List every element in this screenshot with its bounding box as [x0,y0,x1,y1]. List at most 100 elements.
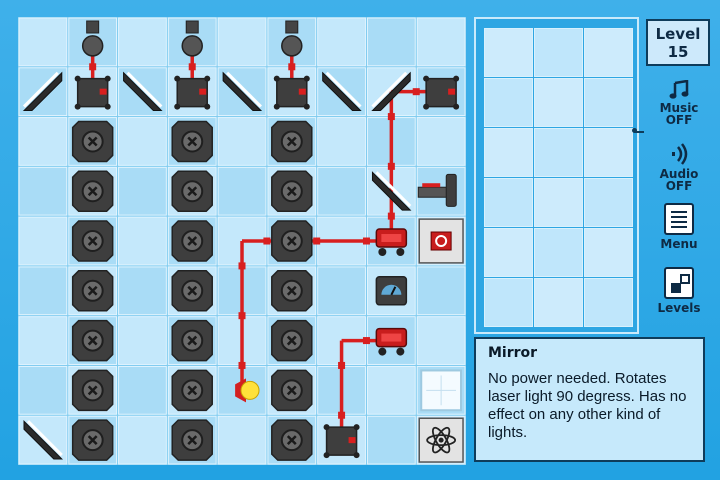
inventory-slot[interactable] [484,178,533,227]
board-tile[interactable] [416,316,466,365]
cart-piece[interactable] [375,327,408,356]
mirror-slash-piece[interactable] [371,71,411,112]
board-tile[interactable] [416,17,466,67]
board-tile[interactable] [118,117,167,166]
board-tile[interactable] [217,415,267,465]
music-note-icon [669,80,689,99]
inventory-slot[interactable] [484,78,533,127]
inventory-slot[interactable] [534,228,583,277]
blocker-piece[interactable] [171,369,213,412]
laser-box-piece[interactable] [423,75,460,110]
laser-box-piece[interactable] [74,75,111,110]
board-tile[interactable] [416,266,466,316]
board-tile[interactable] [317,166,366,216]
board-tile[interactable] [118,266,167,316]
blocker-piece[interactable] [171,319,213,362]
blocker-piece[interactable] [271,419,313,461]
mirror-back-piece[interactable] [23,420,63,460]
board-tile[interactable] [366,365,416,415]
board-tile[interactable] [118,415,167,465]
blocker-piece[interactable] [71,270,114,312]
inventory-slot[interactable] [534,28,583,77]
laser-box-piece[interactable] [174,75,211,110]
menu-button[interactable]: Menu [646,203,712,250]
board-tile[interactable] [18,316,68,365]
board-tile[interactable] [118,17,167,67]
mirror-back-piece[interactable] [322,71,362,112]
bulb-piece[interactable] [281,20,303,57]
board-tile[interactable] [217,117,267,166]
inventory-slot[interactable] [484,278,533,327]
bulb-piece[interactable] [181,20,203,57]
inventory-slot[interactable] [584,28,633,77]
blocker-piece[interactable] [171,120,213,163]
blocker-piece[interactable] [271,120,313,163]
board-tile[interactable] [118,316,167,365]
lamp-piece[interactable] [235,378,260,403]
inventory-slot[interactable] [534,128,583,177]
music-toggle-button[interactable]: Music OFF [646,80,712,126]
board-tile[interactable] [18,216,68,266]
light-tile-piece[interactable] [420,369,463,412]
audio-toggle-button[interactable]: Audio OFF [646,142,712,192]
inventory-slot[interactable] [534,278,583,327]
levels-button[interactable]: Levels [646,267,712,314]
blocker-piece[interactable] [71,369,114,412]
blocker-piece[interactable] [271,220,313,262]
blocker-piece[interactable] [271,170,313,212]
inventory-slot[interactable] [584,128,633,177]
laser-box-piece[interactable] [323,424,360,459]
blocker-piece[interactable] [171,270,213,312]
board-tile[interactable] [18,266,68,316]
inventory-slot[interactable] [484,128,533,177]
inventory-slot[interactable] [584,278,633,327]
gauge-piece[interactable] [375,276,408,306]
wire-node [313,237,321,245]
board-tile[interactable] [18,365,68,415]
bulb-piece[interactable] [81,20,104,57]
blocker-piece[interactable] [71,220,114,262]
inventory-slot[interactable] [534,178,583,227]
board-tile[interactable] [217,166,267,216]
power-button-piece[interactable] [418,218,464,264]
board-tile[interactable] [317,117,366,166]
board-tile[interactable] [317,17,366,67]
board-tile[interactable] [118,166,167,216]
inventory-slot[interactable] [584,78,633,127]
board-tile[interactable] [366,415,416,465]
board-tile[interactable] [317,266,366,316]
inventory-slot[interactable] [534,78,583,127]
cart-piece[interactable] [375,228,408,257]
emitter-piece[interactable] [417,173,457,207]
inventory-slot[interactable] [484,228,533,277]
laser-box-piece[interactable] [273,75,310,110]
blocker-piece[interactable] [171,170,213,212]
level-indicator: Level 15 [646,19,710,66]
blocker-piece[interactable] [71,120,114,163]
board-tile[interactable] [217,17,267,67]
blocker-piece[interactable] [71,319,114,362]
atom-box-piece[interactable] [418,417,464,463]
blocker-piece[interactable] [171,419,213,461]
mirror-back-piece[interactable] [371,171,412,211]
blocker-piece[interactable] [271,270,313,312]
blocker-piece[interactable] [271,369,313,412]
board-tile[interactable] [18,17,68,67]
board-tile[interactable] [416,117,466,166]
board-tile[interactable] [366,17,416,67]
inventory-slot[interactable] [584,178,633,227]
blocker-piece[interactable] [271,319,313,362]
inventory-slot[interactable] [584,228,633,277]
mirror-slash-piece[interactable] [22,71,63,112]
board-tile[interactable] [118,216,167,266]
board-tile[interactable] [18,117,68,166]
game-board[interactable] [18,17,466,465]
board-tile[interactable] [18,166,68,216]
blocker-piece[interactable] [71,419,114,461]
blocker-piece[interactable] [171,220,213,262]
board-tile[interactable] [118,365,167,415]
blocker-piece[interactable] [71,170,114,212]
inventory-slot[interactable] [484,28,533,77]
mirror-back-piece[interactable] [222,71,263,112]
mirror-back-piece[interactable] [123,71,163,112]
